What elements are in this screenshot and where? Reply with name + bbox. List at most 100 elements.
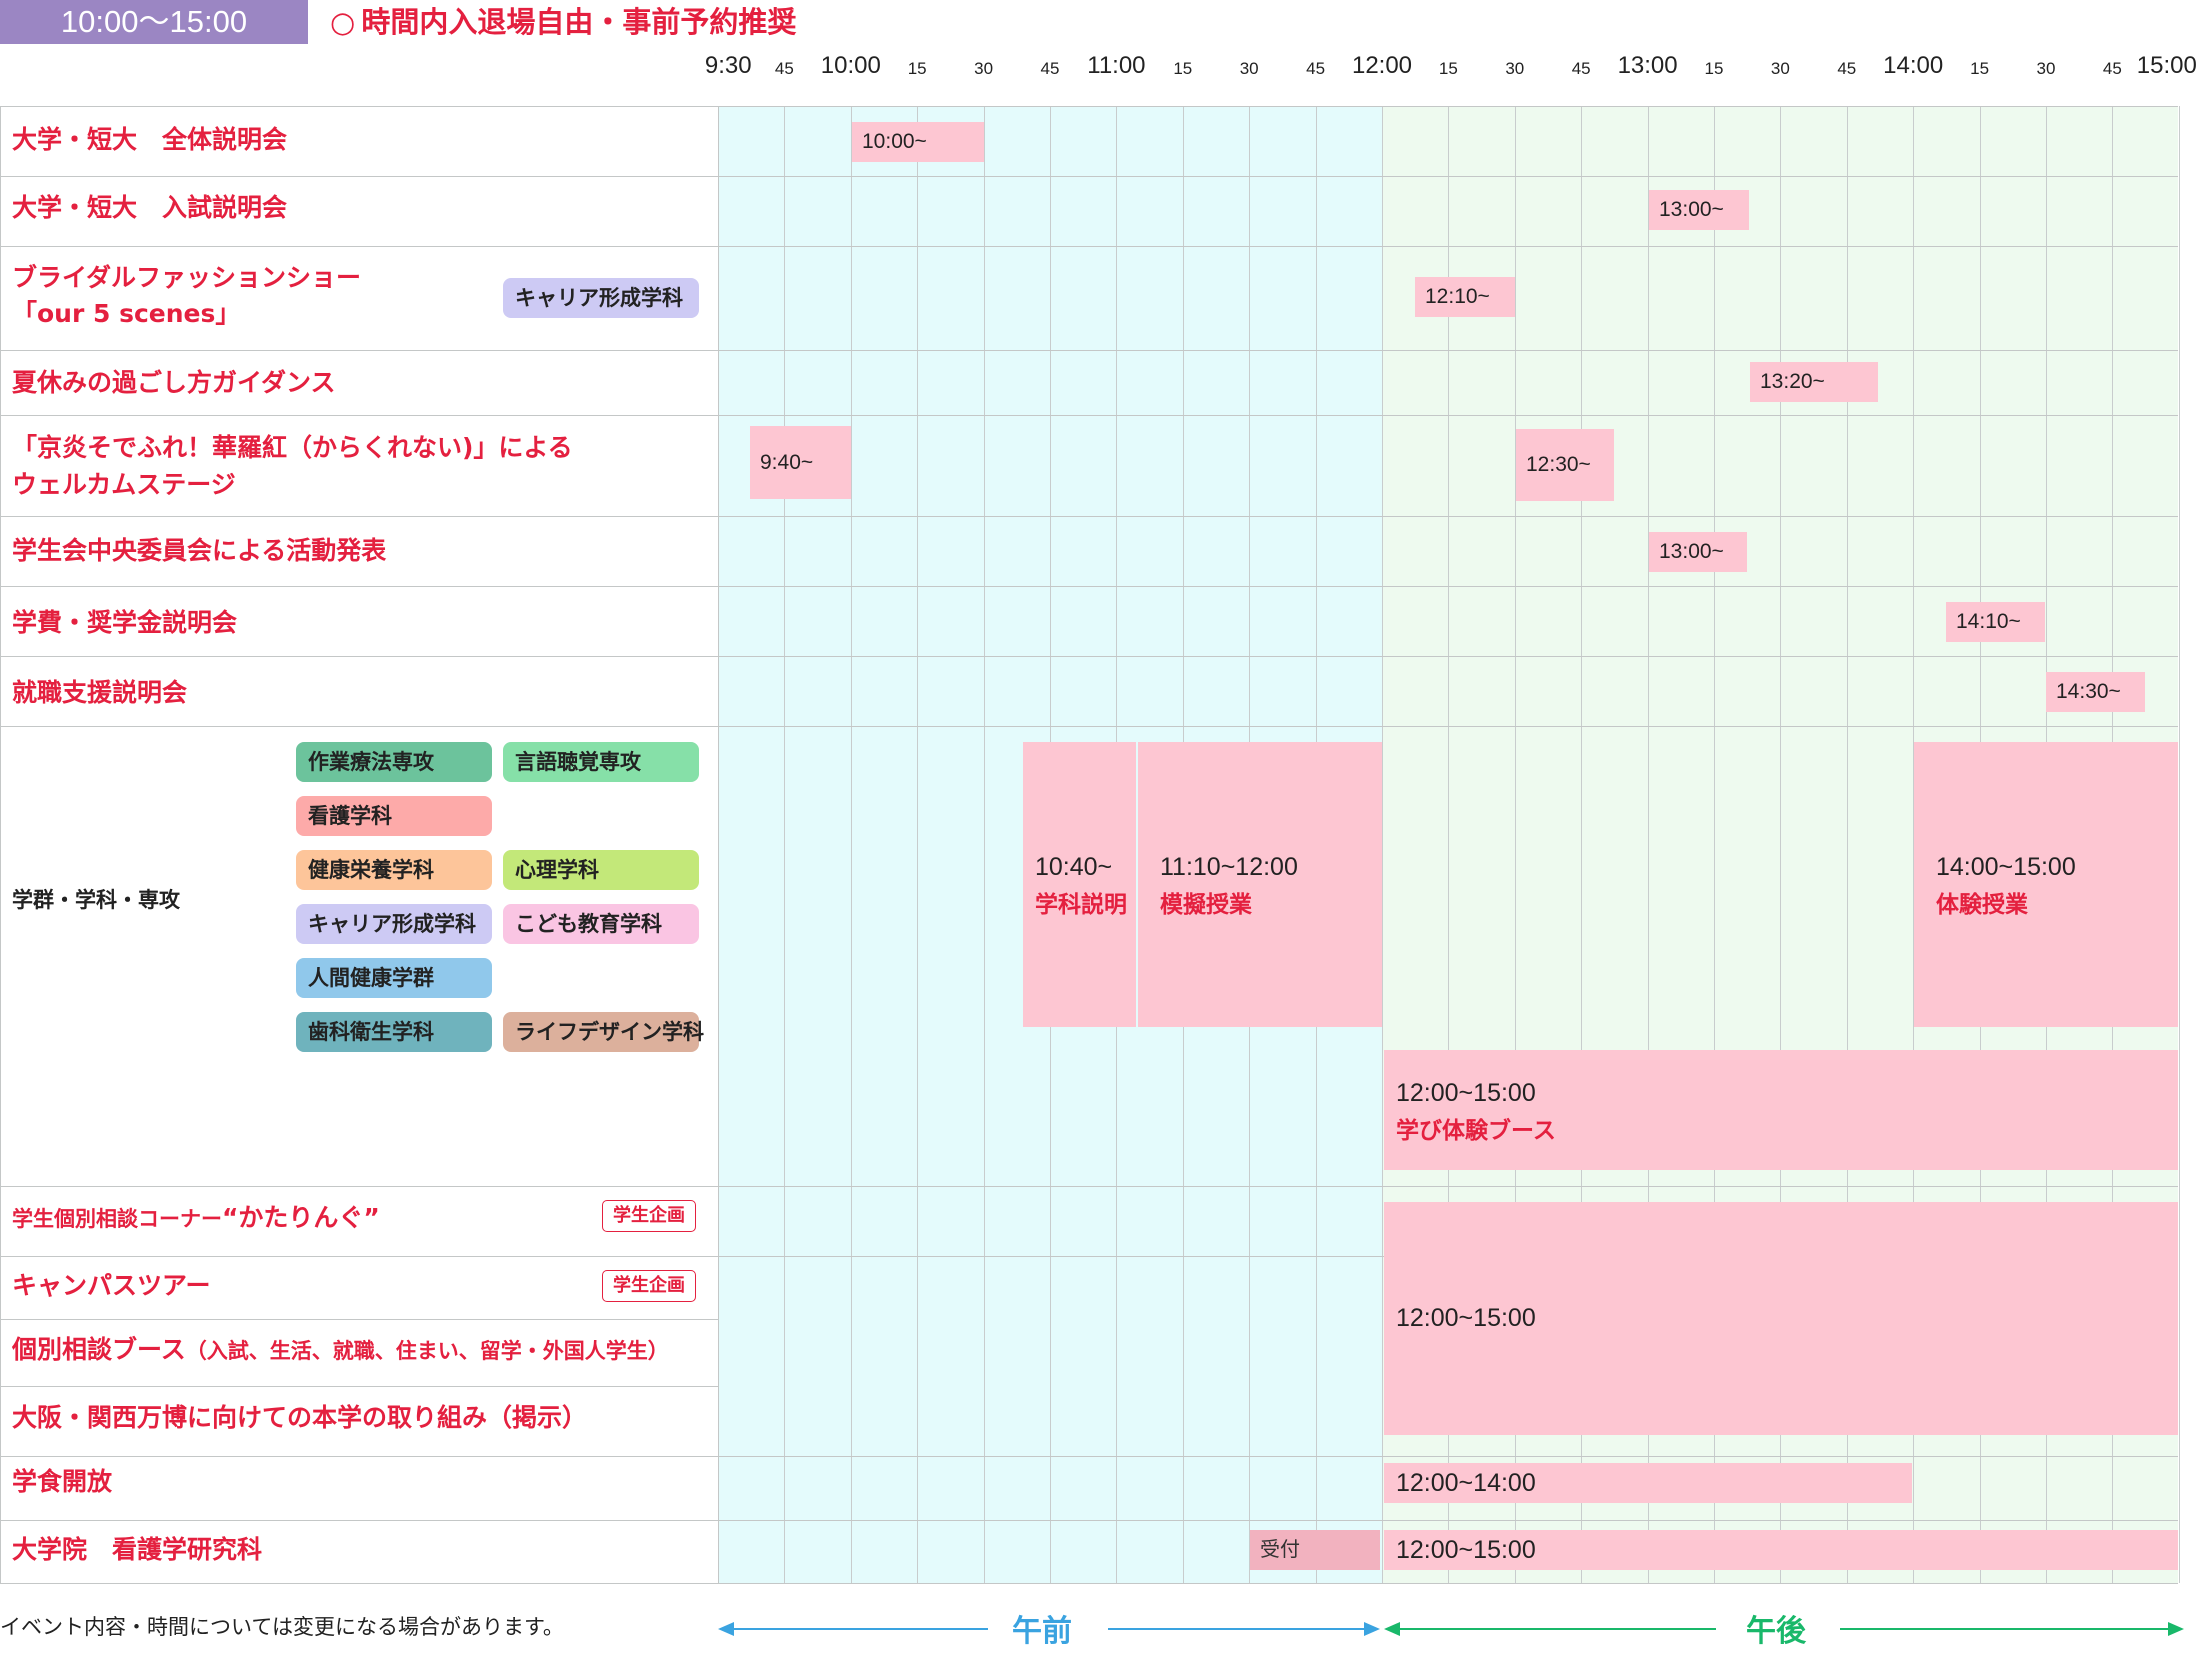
row-label-expo-display: 大阪・関西万博に向けての本学の取り組み（掲示） bbox=[12, 1403, 588, 1432]
row-label-consult-booth: 個別相談ブース（入試、生活、就職、住まい、留学・外国人学生） bbox=[12, 1332, 669, 1369]
time-tick: 10:00 bbox=[820, 52, 881, 79]
grid-column-line bbox=[917, 106, 918, 1583]
department-tag: 心理学科 bbox=[503, 850, 699, 890]
event-cafeteria: 12:00~14:00 bbox=[1384, 1463, 1912, 1503]
time-tick: 14:00 bbox=[1883, 52, 1944, 79]
career-dept-tag: キャリア形成学科 bbox=[503, 278, 699, 318]
event-student-council: 13:00~ bbox=[1649, 532, 1747, 572]
pm-label: 午後 bbox=[1746, 1614, 1806, 1649]
time-tick: 45 bbox=[1571, 59, 1591, 78]
pm-arrow bbox=[1384, 1622, 2184, 1636]
time-tick: 30 bbox=[974, 59, 994, 78]
grid-row-line bbox=[0, 1186, 2178, 1187]
event-overall-briefing: 10:00~ bbox=[852, 122, 984, 162]
event-tuition-briefing: 14:10~ bbox=[1946, 602, 2045, 642]
time-tick: 12:00 bbox=[1351, 52, 1413, 79]
department-tag: キャリア形成学科 bbox=[296, 904, 492, 944]
row-label-campus-tour: キャンパスツアー bbox=[12, 1271, 211, 1300]
event-graduate-reception: 受付 bbox=[1250, 1530, 1380, 1570]
time-tick: 45 bbox=[1040, 59, 1060, 78]
grid-row-line bbox=[0, 1319, 718, 1320]
grid-row-line bbox=[0, 350, 2178, 351]
consult-corner-name: 学生個別相談コーナー bbox=[12, 1207, 222, 1231]
student-project-tag: 学生企画 bbox=[602, 1270, 696, 1302]
student-project-tag: 学生企画 bbox=[602, 1200, 696, 1232]
time-range-badge: 10:00〜15:00 bbox=[0, 0, 308, 44]
row-label-welcome-stage-2: ウェルカムステージ bbox=[12, 470, 236, 499]
grid-column-line bbox=[1515, 106, 1516, 1583]
grid-row-line bbox=[0, 415, 2178, 416]
time-tick: 13:00 bbox=[1617, 52, 1678, 79]
time-tick: 30 bbox=[2036, 59, 2056, 78]
row-label-bridal-show-2: 「our 5 scenes」 bbox=[12, 299, 241, 328]
department-tag: 言語聴覚専攻 bbox=[503, 742, 699, 782]
time-tick: 30 bbox=[1239, 59, 1259, 78]
department-tag: 人間健康学群 bbox=[296, 958, 492, 998]
grid-column-line bbox=[851, 106, 852, 1583]
row-label-cafeteria: 学食開放 bbox=[12, 1467, 113, 1496]
row-label-career-support: 就職支援説明会 bbox=[12, 678, 188, 707]
am-pm-arrows bbox=[718, 1622, 2184, 1636]
time-tick: 9:30 bbox=[704, 52, 752, 79]
grid-column-line bbox=[2179, 106, 2180, 1583]
row-label-exam-briefing: 大学・短大 入試説明会 bbox=[12, 193, 288, 222]
label-divider bbox=[718, 106, 719, 1583]
learning-booth-title: 学び体験ブース bbox=[1396, 1118, 1556, 1144]
grid-row-line bbox=[0, 106, 2178, 107]
time-tick: 45 bbox=[774, 59, 794, 78]
event-bridal-show: 12:10~ bbox=[1415, 277, 1515, 317]
event-summer-guidance: 13:20~ bbox=[1750, 362, 1878, 402]
event-consult-and-tour: 12:00~15:00 bbox=[1384, 1202, 2178, 1435]
row-label-graduate-nursing: 大学院 看護学研究科 bbox=[12, 1535, 263, 1564]
consult-corner-nickname: “かたりんぐ” bbox=[222, 1203, 380, 1232]
grid-column-line bbox=[784, 106, 785, 1583]
grid-row-line bbox=[0, 1456, 2178, 1457]
department-tag: 看護学科 bbox=[296, 796, 492, 836]
department-tag: こども教育学科 bbox=[503, 904, 699, 944]
row-label-student-council: 学生会中央委員会による活動発表 bbox=[12, 536, 387, 565]
learning-booth-time: 12:00~15:00 bbox=[1396, 1079, 1536, 1107]
row-label-summer-guidance: 夏休みの過ごし方ガイダンス bbox=[12, 368, 336, 397]
mock-class-title: 模擬授業 bbox=[1160, 892, 1252, 918]
time-tick: 30 bbox=[1770, 59, 1790, 78]
event-exam-briefing: 13:00~ bbox=[1649, 190, 1749, 230]
time-tick: 15:00 bbox=[2136, 52, 2197, 79]
row-label-bridal-show-1: ブライダルファッションショー bbox=[12, 263, 362, 292]
grid-row-line bbox=[0, 726, 2178, 727]
grid-column-line bbox=[1780, 106, 1781, 1583]
time-tick: 45 bbox=[1837, 59, 1857, 78]
grid-column-line bbox=[1913, 106, 1914, 1583]
grid-row-line bbox=[0, 1583, 2178, 1584]
grid-row-line bbox=[0, 516, 2178, 517]
change-disclaimer: イベント内容・時間については変更になる場合があります。 bbox=[0, 1615, 564, 1639]
event-trial-class: 14:00~15:00 体験授業 bbox=[1914, 742, 2178, 1027]
department-tag: 健康栄養学科 bbox=[296, 850, 492, 890]
department-tag: 作業療法専攻 bbox=[296, 742, 492, 782]
grid-row-line bbox=[0, 1520, 2178, 1521]
grid-column-line bbox=[1847, 106, 1848, 1583]
admission-notice: ○時間内入退場自由・事前予約推奨 bbox=[330, 4, 796, 40]
event-welcome-stage-pm: 12:30~ bbox=[1516, 429, 1614, 501]
event-mock-class: 11:10~12:00 模擬授業 bbox=[1138, 742, 1382, 1027]
row-label-overall-briefing: 大学・短大 全体説明会 bbox=[12, 125, 288, 154]
row-label-departments: 学群・学科・専攻 bbox=[12, 888, 180, 912]
grid-column-line bbox=[1648, 106, 1649, 1583]
grid-column-line bbox=[1581, 106, 1582, 1583]
am-label: 午前 bbox=[1012, 1614, 1072, 1649]
row-label-consult-corner: 学生個別相談コーナー“かたりんぐ” bbox=[12, 1200, 380, 1237]
circle-icon: ○ bbox=[330, 5, 356, 39]
grid-row-line bbox=[0, 246, 2178, 247]
department-tag: 歯科衛生学科 bbox=[296, 1012, 492, 1052]
dept-explanation-title: 学科説明 bbox=[1035, 892, 1127, 918]
time-tick: 15 bbox=[1970, 59, 1990, 78]
grid-row-line bbox=[0, 1386, 718, 1387]
mock-class-time: 11:10~12:00 bbox=[1160, 853, 1298, 881]
time-tick: 15 bbox=[1438, 59, 1458, 78]
time-tick: 45 bbox=[1306, 59, 1326, 78]
row-label-welcome-stage-1: 「京炎そでふれ！華羅紅（からくれない)」による bbox=[12, 433, 573, 462]
event-graduate-nursing: 12:00~15:00 bbox=[1384, 1530, 2178, 1570]
time-tick: 15 bbox=[1704, 59, 1724, 78]
time-tick: 15 bbox=[1173, 59, 1193, 78]
frame-left-border bbox=[0, 106, 1, 1583]
am-arrow bbox=[718, 1622, 1380, 1636]
